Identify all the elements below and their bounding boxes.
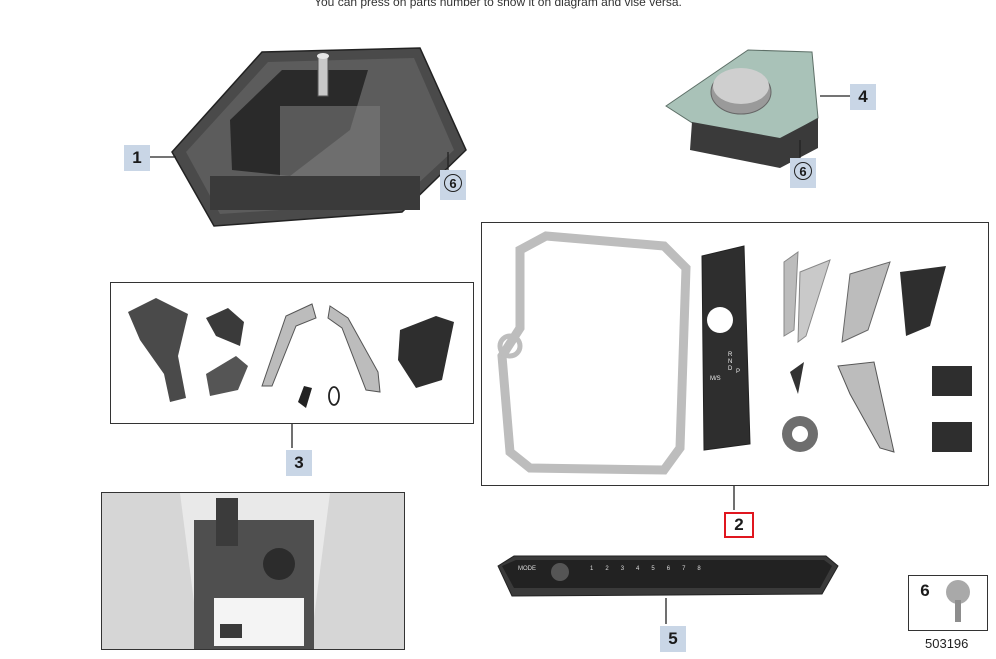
part-2-selector-panel[interactable]: [701, 245, 751, 451]
control-button-5: 5: [651, 566, 655, 572]
selector-ms-label: M/S: [710, 376, 721, 382]
part-3-group-box: [110, 282, 474, 424]
part-5-illustration[interactable]: [497, 555, 839, 597]
part-2-trim-strips[interactable]: [782, 250, 972, 453]
callout-part-6-legend[interactable]: 6: [920, 581, 930, 600]
diagram-reference-number: 503196: [925, 636, 969, 651]
callout-part-6-number: 6: [794, 162, 812, 180]
control-button-6: 6: [666, 566, 671, 572]
selector-p-label: P: [736, 369, 741, 375]
control-button-8: 8: [697, 566, 701, 572]
selector-labels: R N D: [728, 352, 732, 373]
callout-part-3[interactable]: 3: [286, 450, 312, 476]
callout-part-4[interactable]: 4: [850, 84, 876, 110]
selector-d-label: D: [728, 366, 733, 372]
control-button-1: 1: [590, 566, 594, 572]
callout-part-5[interactable]: 5: [660, 626, 686, 652]
selector-n-label: N: [728, 359, 733, 365]
interior-photo-frame: [101, 492, 405, 650]
part-1-illustration[interactable]: [171, 47, 467, 227]
callout-part-2-selected[interactable]: 2: [724, 512, 754, 538]
part-6-legend-box: [908, 575, 988, 631]
part-2-group-box: [481, 222, 989, 486]
callout-part-6-upper-right[interactable]: 6: [790, 158, 816, 188]
control-button-7: 7: [682, 566, 686, 572]
part-4-illustration[interactable]: [665, 49, 819, 168]
control-button-4: 4: [636, 566, 640, 572]
instruction-text: You can press on parts number to show it…: [314, 0, 682, 9]
interior-photo: [102, 493, 404, 649]
control-button-2: 2: [605, 566, 609, 572]
callout-part-1[interactable]: 1: [124, 145, 150, 171]
mode-label: MODE: [518, 566, 536, 572]
callout-part-6-number: 6: [444, 174, 462, 192]
control-button-3: 3: [620, 566, 625, 572]
screw-icon: [946, 580, 970, 622]
part-2-trim-frame[interactable]: [497, 231, 691, 475]
control-button-row: 1 2 3 4 5 6 7 8: [590, 566, 701, 572]
callout-part-6-upper-left[interactable]: 6: [440, 170, 466, 200]
selector-r-label: R: [728, 352, 733, 358]
part-3-kit[interactable]: [128, 298, 454, 408]
